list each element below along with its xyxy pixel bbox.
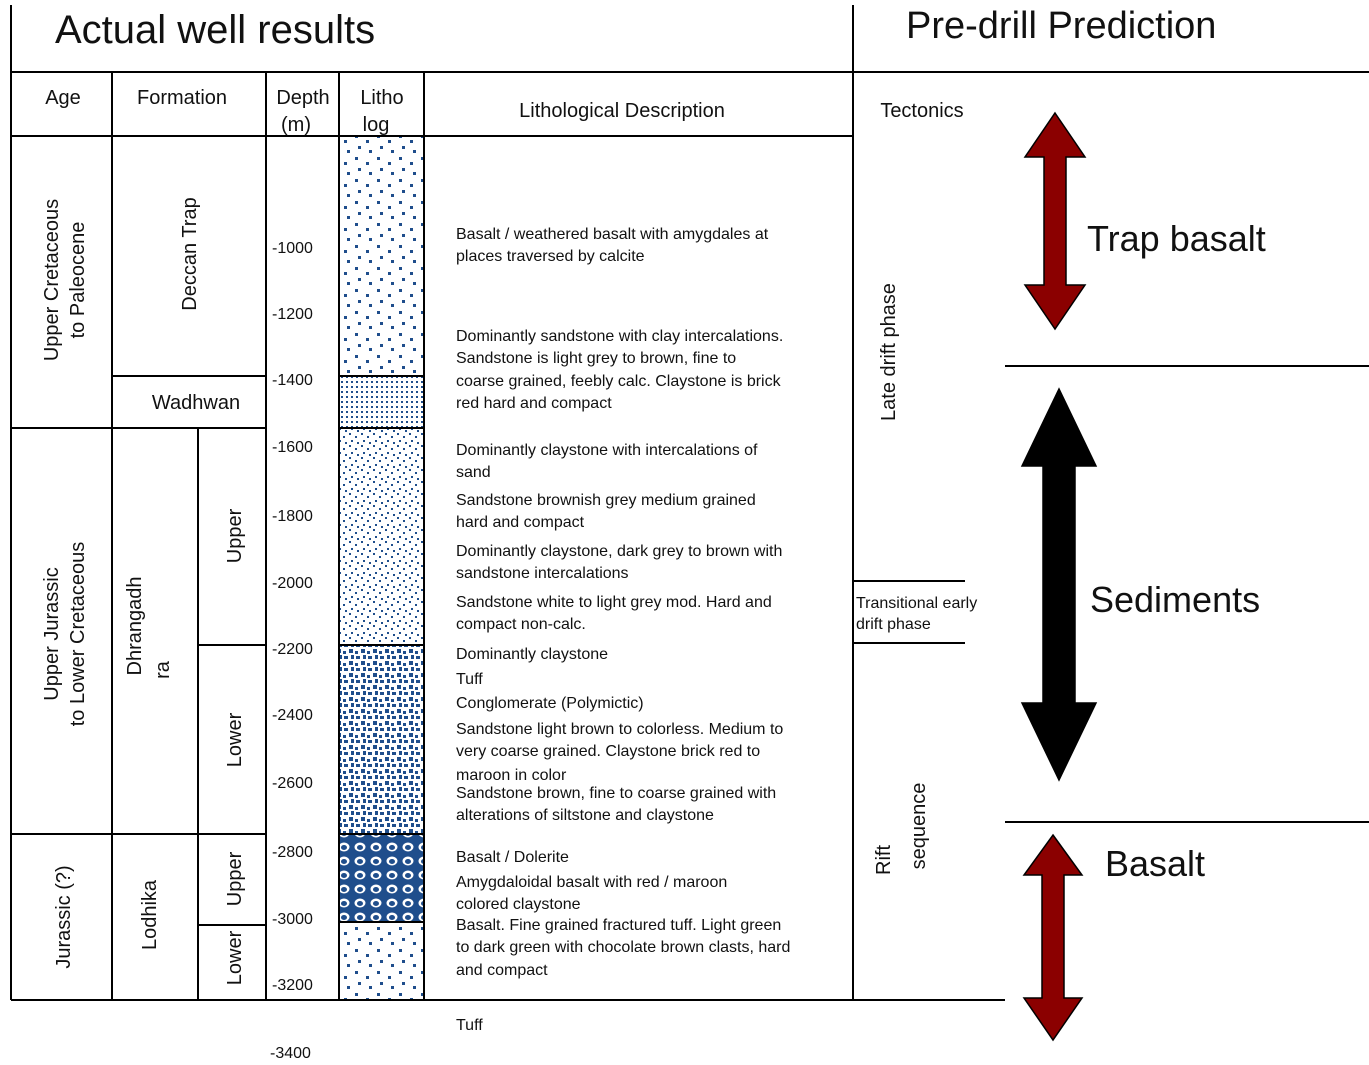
description-line: Tuff (456, 671, 483, 688)
header-lithological-description: Lithological Description (519, 100, 725, 122)
age-upper-cretaceous: Upper Cretaceous (41, 199, 63, 361)
member-lodhika-lower: Lower (224, 930, 246, 985)
formation-lodhika: Lodhika (139, 879, 161, 950)
description-line: Dominantly claystone (456, 646, 608, 663)
description-line: colored claystone (456, 896, 581, 913)
table-grid (10, 5, 1369, 1001)
formation-wadhwan: Wadhwan (152, 392, 240, 414)
depth-label: -2800 (272, 844, 313, 861)
header-formation: Formation (137, 87, 227, 109)
actual-results-title: Actual well results (55, 8, 375, 52)
description-line: Sandstone light brown to colorless. Medi… (456, 721, 783, 738)
depth-label: -1200 (272, 306, 313, 323)
header-age: Age (45, 87, 81, 109)
formation-dhrangadhra: Dhrangadh (124, 577, 146, 676)
depth-label: -3000 (272, 911, 313, 928)
tectonics-late-drift-phase: Late drift phase (878, 283, 900, 421)
litho-lower-dhrangadhra (340, 646, 423, 833)
depth-label: -2400 (272, 707, 313, 724)
header-litho-log: log (363, 114, 390, 136)
litho-wadhwan-sandstone (340, 377, 423, 427)
depth-label: -3400 (270, 1045, 311, 1060)
description-line: places traversed by calcite (456, 248, 645, 265)
prediction-trap-basalt: Trap basalt (1087, 218, 1266, 259)
header-depth-unit: (m) (281, 114, 311, 136)
description-line: Conglomerate (Polymictic) (456, 695, 644, 712)
depth-label: -2600 (272, 775, 313, 792)
prediction-basalt: Basalt (1105, 843, 1205, 884)
description-line: Sandstone brown, fine to coarse grained … (456, 785, 776, 802)
tectonics-transitional: Transitional early (856, 595, 977, 612)
description-line: Sandstone brownish grey medium grained (456, 492, 756, 509)
header-tectonics: Tectonics (880, 100, 963, 122)
header-litho: Litho (360, 87, 403, 109)
member-lodhika-upper: Upper (224, 851, 246, 906)
description-line: alterations of siltstone and claystone (456, 807, 714, 824)
description-line: compact non-calc. (456, 616, 586, 633)
prediction-title: Pre-drill Prediction (906, 5, 1216, 47)
depth-label: -1400 (272, 372, 313, 389)
basalt-double-arrow (1022, 833, 1084, 1042)
description-line: coarse grained, feebly calc. Claystone i… (456, 373, 782, 390)
description-line: Amygdaloidal basalt with red / maroon (456, 874, 727, 891)
depth-label: -3200 (272, 977, 313, 994)
litho-log (340, 137, 423, 999)
description-line: Tuff (456, 1017, 483, 1034)
sediments-double-arrow (1020, 387, 1098, 782)
lithological-descriptions: Basalt / weathered basalt with amygdales… (456, 226, 790, 1034)
depth-label: -1600 (272, 439, 313, 456)
description-line: Sandstone is light grey to brown, fine t… (456, 350, 736, 367)
header-depth: Depth (276, 87, 329, 109)
description-line: very coarse grained. Claystone brick red… (456, 743, 760, 760)
description-line: Dominantly sandstone with clay intercala… (456, 328, 783, 345)
description-line: Basalt. Fine grained fractured tuff. Lig… (456, 917, 781, 934)
description-line: red hard and compact (456, 395, 612, 412)
prediction-sediments: Sediments (1090, 579, 1260, 620)
description-line: sand (456, 464, 491, 481)
description-line: and compact (456, 962, 548, 979)
formation-dhrangadhra-line2: ra (152, 660, 174, 679)
description-line: to dark green with chocolate brown clast… (456, 939, 790, 956)
age-jurassic: Jurassic (?) (53, 865, 75, 968)
trap-basalt-double-arrow (1023, 111, 1087, 331)
description-line: Basalt / Dolerite (456, 849, 569, 866)
litho-trap-basalt (340, 137, 423, 375)
age-upper-jurassic-line2: to Lower Cretaceous (67, 542, 89, 727)
tectonics-rift: Rift (873, 845, 895, 875)
member-dhrangadhra-upper: Upper (224, 508, 246, 563)
description-line: Sandstone white to light grey mod. Hard … (456, 594, 772, 611)
litho-upper-dhrangadhra (340, 429, 423, 644)
depth-label: -2200 (272, 641, 313, 658)
description-line: Basalt / weathered basalt with amygdales… (456, 226, 769, 243)
description-line: Dominantly claystone, dark grey to brown… (456, 543, 782, 560)
description-line: sandstone intercalations (456, 565, 629, 582)
description-line: hard and compact (456, 514, 585, 531)
description-line: maroon in color (456, 767, 567, 784)
depth-label: -2000 (272, 575, 313, 592)
tectonics-transitional-line2: drift phase (856, 616, 931, 633)
description-line: Dominantly claystone with intercalations… (456, 442, 758, 459)
tectonics-rift-line2: sequence (908, 783, 930, 870)
depth-label: -1800 (272, 508, 313, 525)
litho-amygdaloidal-basalt (340, 835, 423, 921)
age-upper-jurassic: Upper Jurassic (41, 567, 63, 700)
litho-lower-lodhika-basalt (340, 923, 423, 999)
depth-label: -1000 (272, 240, 313, 257)
member-dhrangadhra-lower: Lower (224, 712, 246, 767)
formation-deccan-trap: Deccan Trap (179, 197, 201, 310)
age-upper-cretaceous-line2: to Paleocene (67, 222, 89, 339)
